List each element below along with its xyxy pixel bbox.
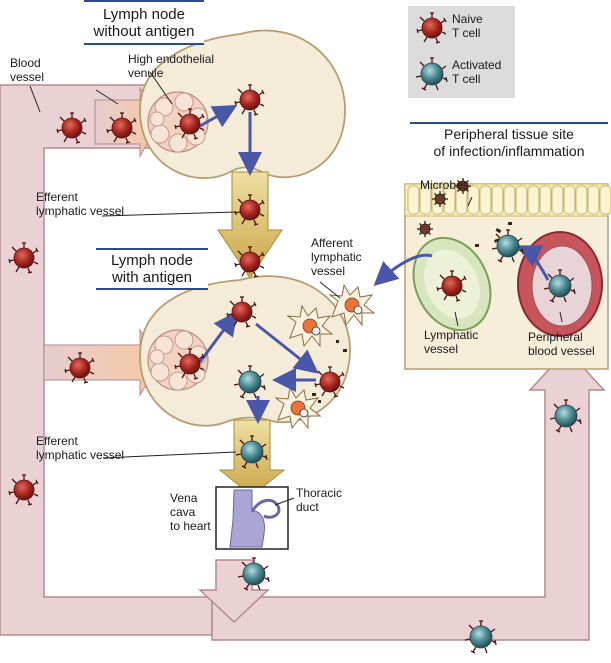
epithelial-cell xyxy=(575,185,588,215)
title-peripheral-tissue-site: Peripheral tissue site of infection/infl… xyxy=(410,122,608,160)
epithelial-cells xyxy=(407,185,611,215)
label-vena-cava: Vena cava to heart xyxy=(170,491,211,533)
naive-t-cell-icon xyxy=(416,12,447,44)
microbe-fragments xyxy=(312,222,512,403)
label-efferent-lymphatic-vessel-top: Efferent lymphatic vessel xyxy=(36,190,125,218)
title-text: Lymph node without antigen xyxy=(93,6,195,40)
epithelial-cell xyxy=(551,185,564,215)
title-text: Lymph node with antigen xyxy=(110,252,193,286)
label-efferent-lymphatic-vessel-bottom: Efferent lymphatic vessel xyxy=(36,434,125,462)
title-lymph-node-with-antigen: Lymph node with antigen xyxy=(96,248,208,290)
label-lymphatic-vessel: Lymphatic vessel xyxy=(424,328,479,356)
migration-arrows xyxy=(198,105,319,424)
legend: Naive T cell Activated T cell xyxy=(408,6,515,98)
legend-label-activated: Activated T cell xyxy=(452,58,502,86)
epithelial-cell xyxy=(563,185,576,215)
title-lymph-node-without-antigen: Lymph node without antigen xyxy=(84,0,204,45)
epithelial-cell xyxy=(539,185,552,215)
epithelial-cell xyxy=(479,185,492,215)
epithelial-cell xyxy=(527,185,540,215)
epithelial-cell xyxy=(599,185,611,215)
afferent-migration-arrow xyxy=(373,253,433,287)
title-text: Peripheral tissue site of infection/infl… xyxy=(433,126,585,159)
epithelial-cell xyxy=(491,185,504,215)
label-afferent-lymphatic-vessel: Afferent lymphatic vessel xyxy=(311,236,362,278)
epithelial-cell xyxy=(515,185,528,215)
activated-t-cell-icon xyxy=(415,57,448,91)
legend-label-naive: Naive T cell xyxy=(452,12,483,40)
epithelial-cell xyxy=(419,185,432,215)
legend-item-naive: Naive T cell xyxy=(408,8,515,48)
efferent-lymph-flow-top xyxy=(217,171,283,279)
label-blood-vessel: Blood vessel xyxy=(10,56,45,84)
label-microbes: Microbes xyxy=(420,178,469,192)
epithelial-cell xyxy=(467,185,480,215)
label-thoracic-duct: Thoracic duct xyxy=(296,486,343,514)
thoracic-duct-shape xyxy=(250,498,281,519)
epithelial-cell xyxy=(503,185,516,215)
epithelial-cell xyxy=(407,185,420,215)
legend-item-activated: Activated T cell xyxy=(408,54,515,94)
epithelial-cell xyxy=(587,185,600,215)
label-high-endothelial-venule: High endothelial venule xyxy=(128,52,215,80)
blood-vessel-return xyxy=(211,348,606,641)
leader-lines xyxy=(29,71,563,506)
tissue-entry-arrow xyxy=(516,245,550,281)
label-peripheral-blood-vessel: Peripheral blood vessel xyxy=(528,330,595,358)
